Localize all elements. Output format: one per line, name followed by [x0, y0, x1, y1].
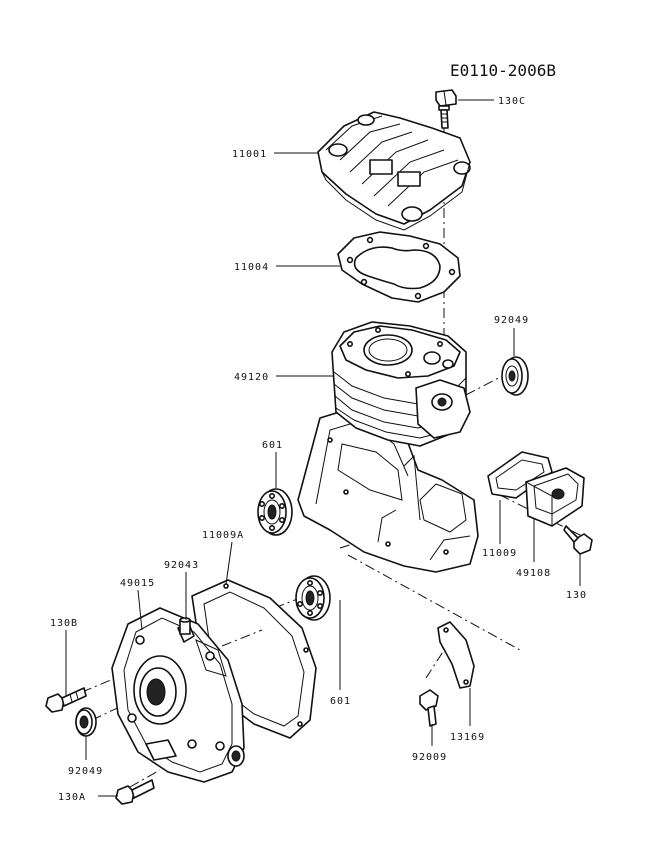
bearing-601-lower [295, 575, 331, 621]
label-11004: 11004 [234, 262, 269, 273]
label-49120: 49120 [234, 372, 269, 383]
label-601-upper: 601 [262, 440, 283, 451]
label-92049-lower: 92049 [68, 766, 103, 777]
label-49108: 49108 [516, 568, 551, 579]
bolt-130c [435, 89, 457, 129]
bolt-130b [45, 687, 87, 713]
label-92043: 92043 [164, 560, 199, 571]
oil-seal-92049-upper [501, 356, 529, 396]
label-11009a: 11009A [202, 530, 244, 541]
part-labels: 130C 11001 11004 92049 49120 601 11009A … [50, 96, 587, 803]
label-92009: 92009 [412, 752, 447, 763]
screw-92009 [419, 689, 439, 727]
dowel-pin-92043 [179, 617, 191, 635]
label-11001: 11001 [232, 149, 267, 160]
oil-seal-92049-lower [75, 707, 97, 737]
label-130a: 130A [58, 792, 86, 803]
bearing-601-upper [257, 488, 293, 536]
label-130b: 130B [50, 618, 78, 629]
label-130: 130 [566, 590, 587, 601]
bolt-130 [563, 525, 593, 555]
head-gasket-11004 [337, 231, 461, 303]
crankcase-cover-49015 [111, 607, 245, 783]
leader-lines [65, 99, 581, 797]
diagram-code: E0110-2006B [450, 61, 556, 80]
label-11009: 11009 [482, 548, 517, 559]
crankcase-49120 [297, 321, 479, 573]
bolt-130a [115, 779, 155, 805]
label-13169: 13169 [450, 732, 485, 743]
label-49015: 49015 [120, 578, 155, 589]
label-130c: 130C [498, 96, 526, 107]
breather-gasket-11009 [487, 451, 553, 499]
label-92049-upper: 92049 [494, 315, 529, 326]
cylinder-head-11001 [317, 111, 471, 231]
plate-13169 [437, 621, 475, 689]
breather-cover-49108 [525, 467, 585, 527]
label-601-lower: 601 [330, 696, 351, 707]
